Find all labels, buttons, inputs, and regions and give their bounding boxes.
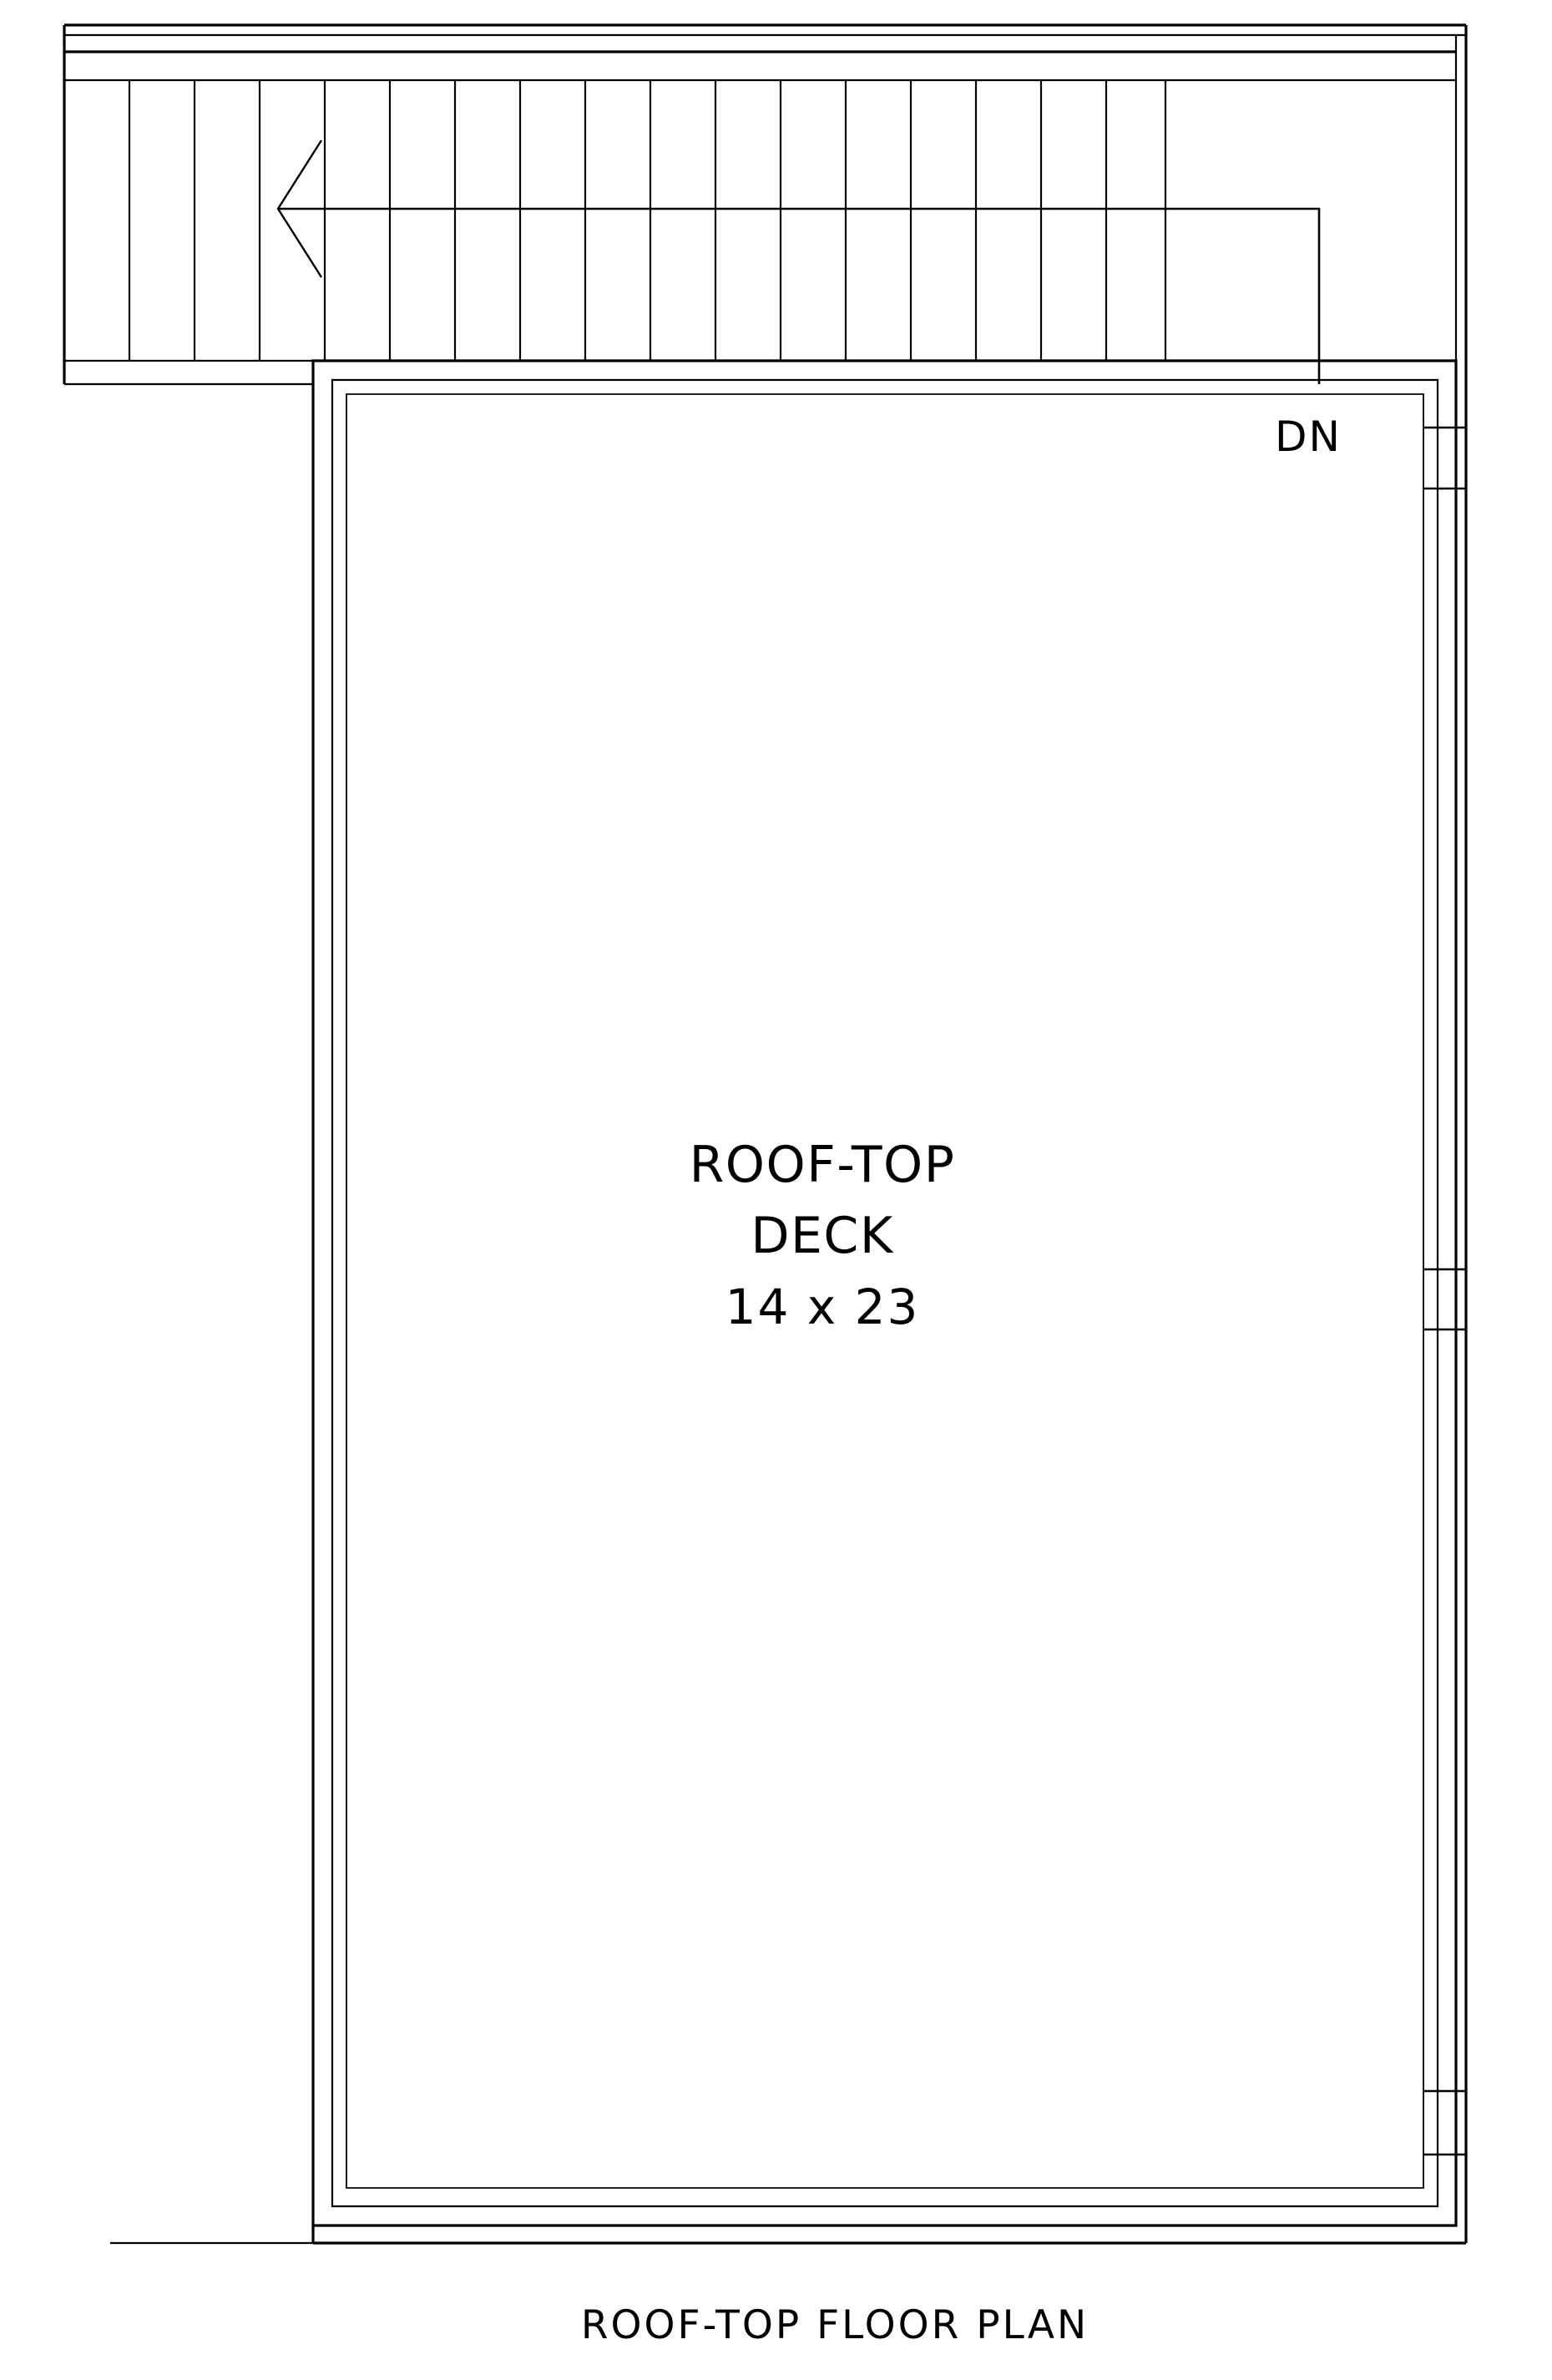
stair-treads	[128, 80, 1167, 361]
sheet-title: ROOF-TOP FLOOR PLAN	[581, 2302, 1089, 2348]
wall-openings	[1423, 426, 1466, 2156]
building-envelope	[64, 25, 1466, 2243]
deck-outer-wall	[313, 361, 1456, 2226]
stair-run	[64, 25, 1456, 384]
stair-walk-line	[278, 207, 1321, 384]
roof-top-deck-outline	[110, 361, 1466, 2243]
room-dimensions: 14 x 23	[725, 1279, 920, 1335]
deck-inner-wall-2	[346, 394, 1423, 2188]
deck-inner-wall-1	[332, 380, 1438, 2206]
stair-walk-line-group	[276, 139, 1321, 384]
room-label-line-1: ROOF-TOP	[690, 1136, 956, 1194]
room-label-line-2: DECK	[751, 1207, 894, 1265]
left-arrow-icon	[276, 139, 323, 278]
stair-direction-label: DN	[1275, 413, 1342, 461]
